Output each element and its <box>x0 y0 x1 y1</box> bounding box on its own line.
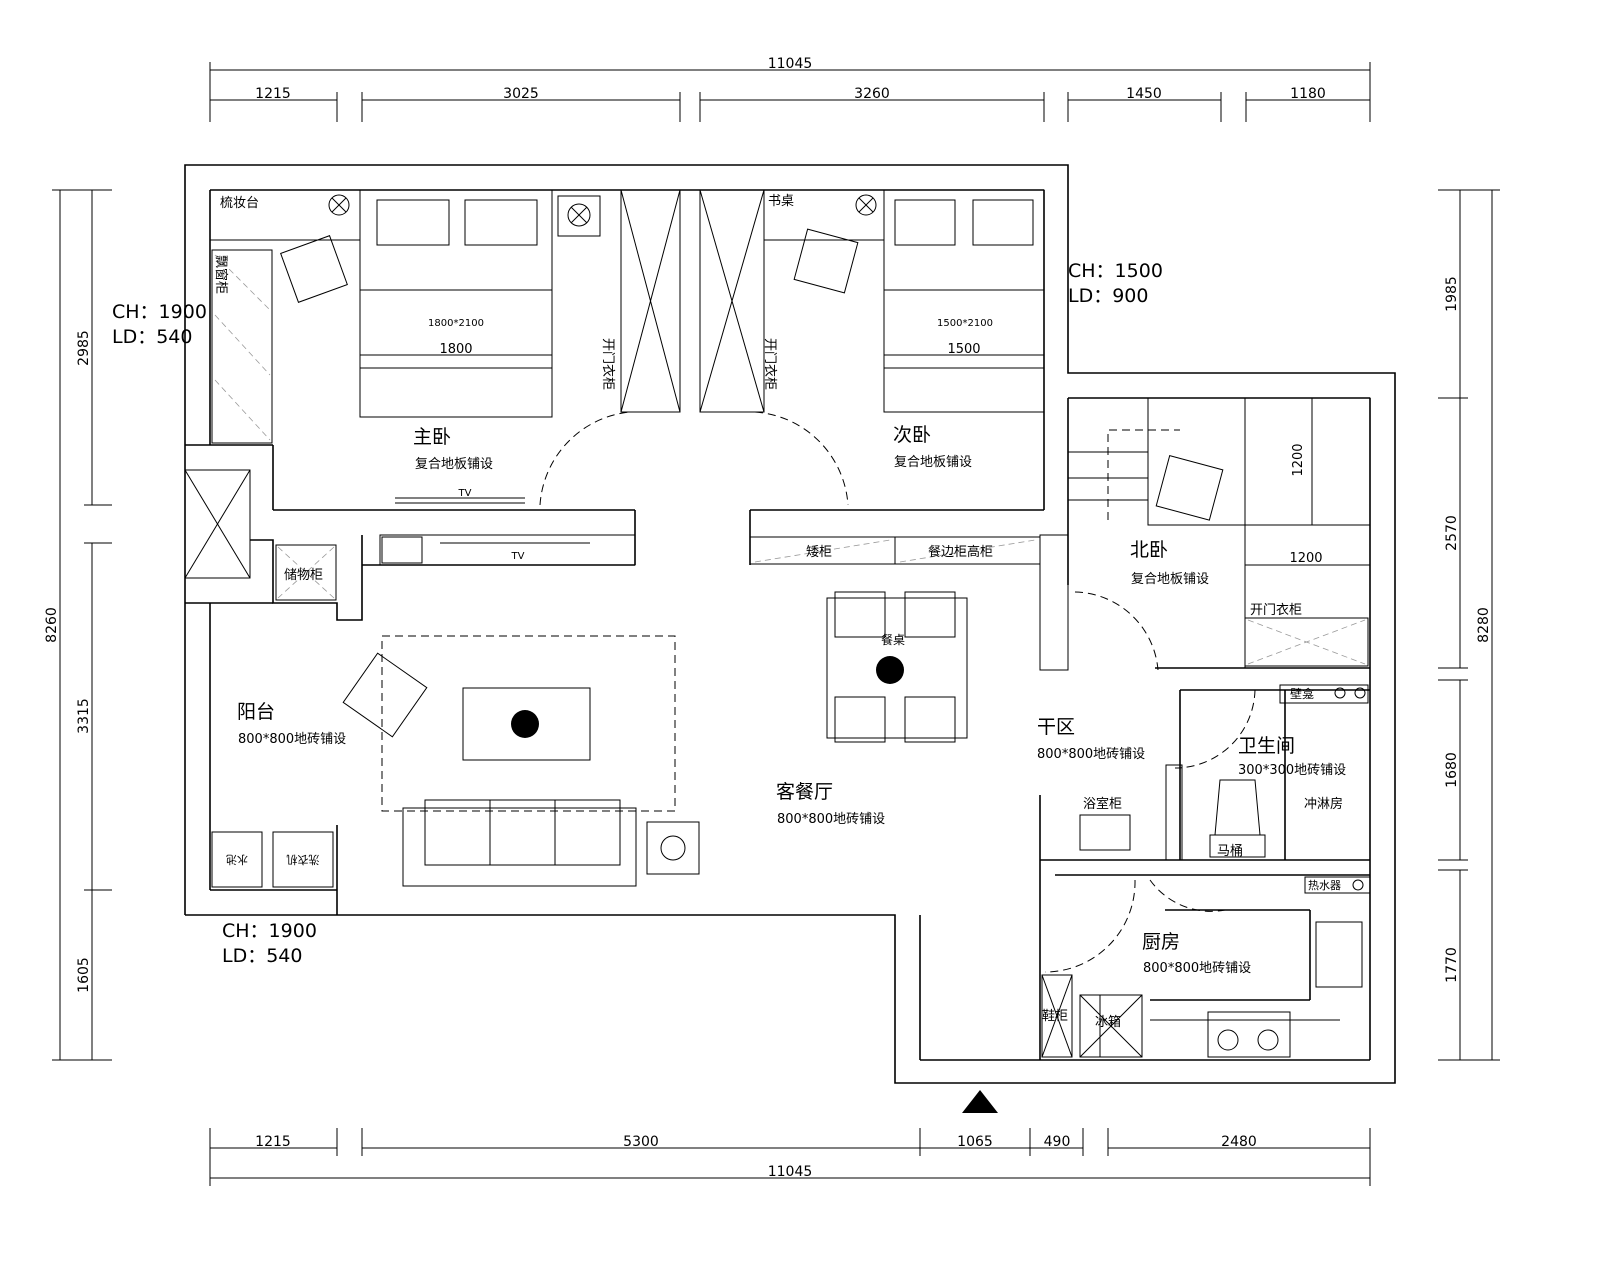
room-second-name: 次卧 <box>893 424 931 446</box>
label-north-wardrobe: 开门衣柜 <box>1250 602 1302 618</box>
room-dry-name: 干区 <box>1037 716 1075 738</box>
bottom-dimensions: 1215 5300 1065 490 2480 11045 <box>209 1128 1371 1186</box>
dim-top-1: 1215 <box>255 86 291 102</box>
label-fridge: 冰箱 <box>1095 1014 1121 1030</box>
room-bath-name: 卫生间 <box>1238 735 1295 757</box>
label-bath-cabinet: 浴室柜 <box>1083 796 1122 812</box>
label-niche: 壁龛 <box>1290 686 1314 701</box>
dim-left-2: 3315 <box>76 698 92 734</box>
label-north-bed: 1200 <box>1291 443 1306 476</box>
window-ld-3: LD：540 <box>222 945 302 967</box>
dim-left-total: 8260 <box>44 607 60 643</box>
lamp-icon <box>328 194 350 216</box>
room-kitchen-floor: 800*800地砖铺设 <box>1143 961 1251 976</box>
dim-left-3: 1605 <box>76 957 92 993</box>
left-dimensions: 8260 2985 3315 1605 <box>44 189 112 1061</box>
dim-bottom-2: 5300 <box>623 1134 659 1150</box>
label-vanity: 梳妆台 <box>220 196 259 211</box>
label-washer: 洗衣机 <box>287 853 320 867</box>
dim-right-4: 1770 <box>1444 947 1460 983</box>
window-ch-1: CH：1900 <box>112 301 207 323</box>
label-storage: 储物柜 <box>284 568 323 583</box>
dim-top-4: 1450 <box>1126 86 1162 102</box>
dim-left-1: 2985 <box>76 330 92 366</box>
room-kitchen-name: 厨房 <box>1142 931 1180 953</box>
dim-right-1: 1985 <box>1444 276 1460 312</box>
room-master-floor: 复合地板铺设 <box>415 457 493 472</box>
label-desk: 书桌 <box>768 194 794 209</box>
room-master-name: 主卧 <box>413 426 451 448</box>
dim-bottom-4: 490 <box>1044 1134 1071 1150</box>
label-tv-1: TV <box>458 488 472 499</box>
room-balcony-name: 阳台 <box>237 701 275 723</box>
brick-wall <box>1039 534 1069 671</box>
dim-top-2: 3025 <box>503 86 539 102</box>
room-balcony-floor: 800*800地砖铺设 <box>238 732 346 747</box>
window-ld-2: LD：900 <box>1068 285 1148 307</box>
master-bed <box>359 189 553 418</box>
dim-top-total: 11045 <box>768 56 813 72</box>
dim-bottom-1: 1215 <box>255 1134 291 1150</box>
right-dimensions: 8280 1985 2570 1680 1770 <box>1438 189 1500 1061</box>
dim-top-3: 3260 <box>854 86 890 102</box>
room-second-floor: 复合地板铺设 <box>894 455 972 470</box>
walls <box>184 164 1396 1084</box>
window-ld-1: LD：540 <box>112 326 192 348</box>
entrance-arrow-icon <box>962 1090 998 1113</box>
label-toilet: 马桶 <box>1217 844 1243 859</box>
column <box>184 469 251 579</box>
north-bed <box>1147 397 1371 526</box>
second-bed <box>883 189 1045 413</box>
window-ch-3: CH：1900 <box>222 920 317 942</box>
doors <box>539 411 1256 973</box>
label-bay-cabinet: 飘窗柜 <box>213 255 229 294</box>
label-bed2-width: 1500 <box>947 342 980 357</box>
dim-bottom-total: 11045 <box>768 1164 813 1180</box>
room-living-floor: 800*800地砖铺设 <box>777 812 885 827</box>
label-wardrobe-1: 开门衣柜 <box>600 338 616 390</box>
label-sideboard: 餐边柜高柜 <box>928 544 993 560</box>
label-low-cabinet: 矮柜 <box>806 545 832 560</box>
plant-icon <box>511 710 539 738</box>
room-living-name: 客餐厅 <box>776 781 833 803</box>
dim-right-total: 8280 <box>1476 607 1492 643</box>
label-dining-table: 餐桌 <box>881 632 905 647</box>
label-shoe-cabinet: 鞋柜 <box>1042 1008 1068 1024</box>
label-sink: 水池 <box>226 853 248 866</box>
coffee-table <box>462 687 591 761</box>
label-water-heater: 热水器 <box>1308 879 1341 892</box>
label-bed2-size: 1500*2100 <box>937 318 993 329</box>
room-north-name: 北卧 <box>1130 539 1168 561</box>
room-bath-floor: 300*300地砖铺设 <box>1238 763 1346 778</box>
dim-bottom-5: 2480 <box>1221 1134 1257 1150</box>
dining-table <box>826 597 968 739</box>
label-wardrobe-2: 开门衣柜 <box>762 338 778 390</box>
label-tv-2: TV <box>511 551 525 562</box>
sofa <box>402 807 637 887</box>
room-dry-floor: 800*800地砖铺设 <box>1037 747 1145 762</box>
dim-right-2: 2570 <box>1444 515 1460 551</box>
label-north-bed-width: 1200 <box>1289 551 1322 566</box>
label-shower: 冲淋房 <box>1304 796 1343 812</box>
dim-top-5: 1180 <box>1290 86 1326 102</box>
label-bed1-width: 1800 <box>439 342 472 357</box>
dim-bottom-3: 1065 <box>957 1134 993 1150</box>
label-bed1-size: 1800*2100 <box>428 318 484 329</box>
dim-right-3: 1680 <box>1444 752 1460 788</box>
window-ch-2: CH：1500 <box>1068 260 1163 282</box>
room-north-floor: 复合地板铺设 <box>1131 572 1209 587</box>
furniture <box>210 189 1371 1058</box>
top-dimensions: 11045 1215 3025 3260 1450 1180 <box>209 56 1371 122</box>
chair <box>280 235 348 303</box>
